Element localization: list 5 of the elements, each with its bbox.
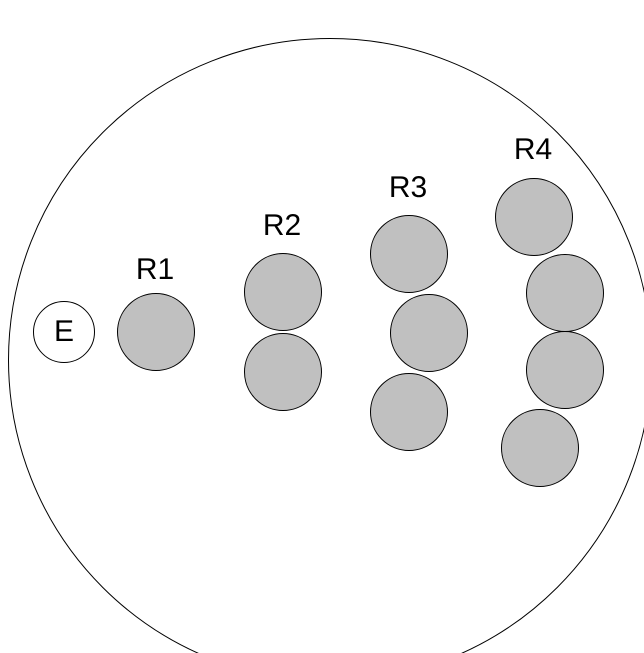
row-label: R4 <box>514 133 552 167</box>
row-label: R3 <box>388 171 428 205</box>
node-label: E <box>54 315 74 349</box>
row-label: R2 <box>262 209 302 243</box>
row-label: R1 <box>136 253 174 287</box>
